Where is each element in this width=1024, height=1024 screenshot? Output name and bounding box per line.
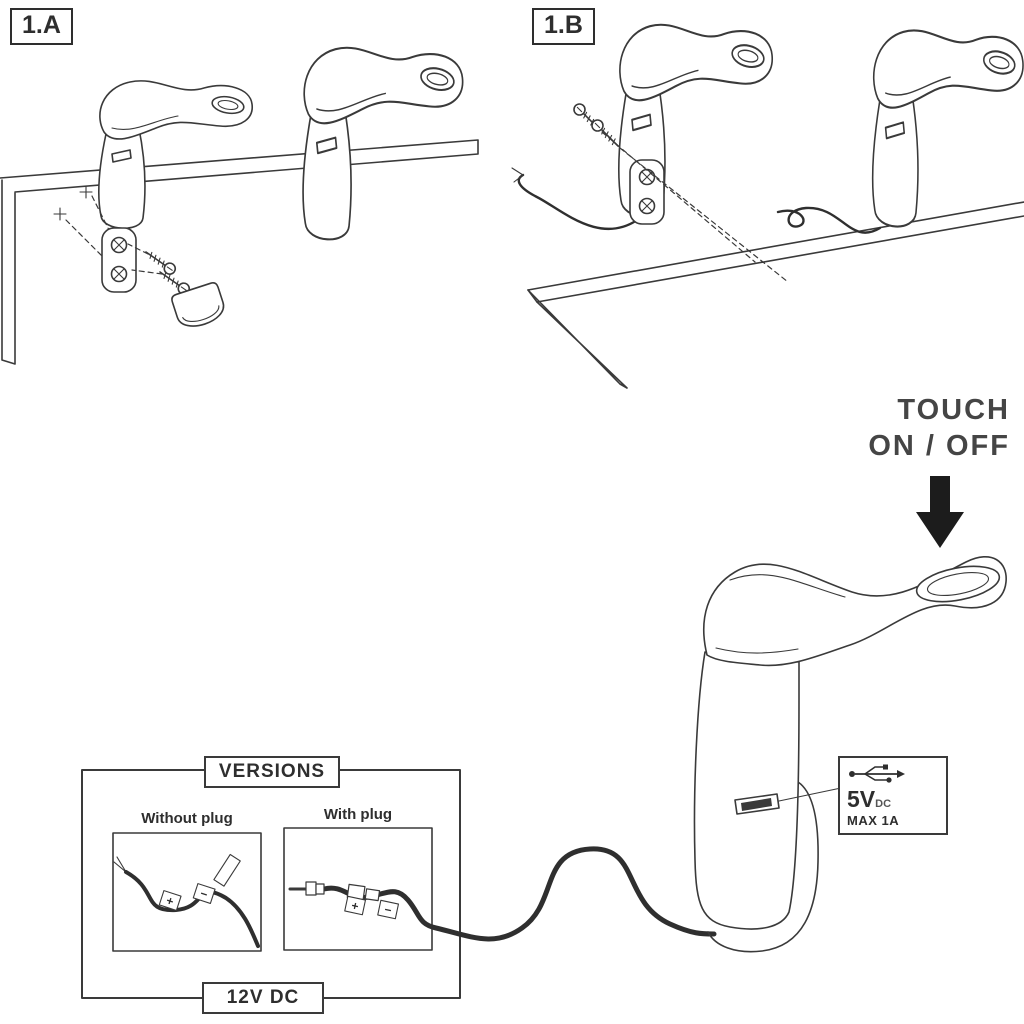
without-plug-box bbox=[112, 832, 262, 952]
panel-b bbox=[527, 201, 1024, 389]
power-cable bbox=[321, 846, 717, 942]
svg-text:−: − bbox=[383, 902, 393, 917]
draped-cable bbox=[776, 206, 882, 234]
usb-voltage: 5V bbox=[847, 786, 876, 812]
polarity-minus-tag: − bbox=[377, 899, 400, 920]
polarity-plus-tag: + bbox=[344, 895, 367, 916]
lamp-exploded-b bbox=[511, 23, 789, 283]
without-plug-cable: + − bbox=[113, 853, 260, 948]
step-b-label: 1.B bbox=[532, 8, 595, 45]
lamp-exploded-a bbox=[53, 80, 254, 333]
touch-label-line1: TOUCH bbox=[897, 394, 1010, 426]
drill-mark-icon bbox=[53, 185, 93, 221]
usb-voltage-unit: DC bbox=[875, 798, 892, 810]
without-plug-label: Without plug bbox=[141, 810, 233, 827]
power-wire bbox=[517, 173, 642, 231]
svg-text:+: + bbox=[165, 893, 176, 908]
panel-a bbox=[0, 139, 479, 365]
usb-callout: 5VDC MAX 1A bbox=[838, 756, 948, 835]
polarity-plus-tag: + bbox=[158, 890, 182, 911]
svg-text:−: − bbox=[199, 886, 210, 901]
polarity-minus-tag: − bbox=[192, 883, 216, 904]
rear-clamp bbox=[707, 781, 819, 953]
main-lamp bbox=[693, 556, 1007, 953]
usb-callout-line bbox=[778, 787, 842, 802]
dc-jack-icon bbox=[315, 883, 325, 895]
touch-label: TOUCH ON / OFF bbox=[820, 392, 1010, 465]
with-plug-label: With plug bbox=[323, 806, 393, 823]
usb-icon bbox=[849, 764, 905, 783]
touch-lens bbox=[915, 565, 1001, 603]
lamp-body bbox=[693, 651, 800, 930]
with-plug-connector: + − bbox=[288, 881, 400, 920]
screw-icon bbox=[588, 116, 623, 151]
lamp-mounted-b bbox=[776, 29, 1024, 234]
touch-arrow-icon bbox=[916, 476, 964, 548]
step-a-label: 1.A bbox=[10, 8, 73, 45]
usb-max-current: MAX 1A bbox=[847, 813, 900, 828]
svg-text:+: + bbox=[350, 898, 360, 913]
with-plug-box bbox=[283, 827, 433, 951]
power-label: 12V DC bbox=[202, 982, 324, 1014]
versions-title: VERSIONS bbox=[204, 756, 340, 788]
touch-label-line2: ON / OFF bbox=[868, 430, 1010, 463]
mounting-bracket bbox=[101, 227, 137, 293]
